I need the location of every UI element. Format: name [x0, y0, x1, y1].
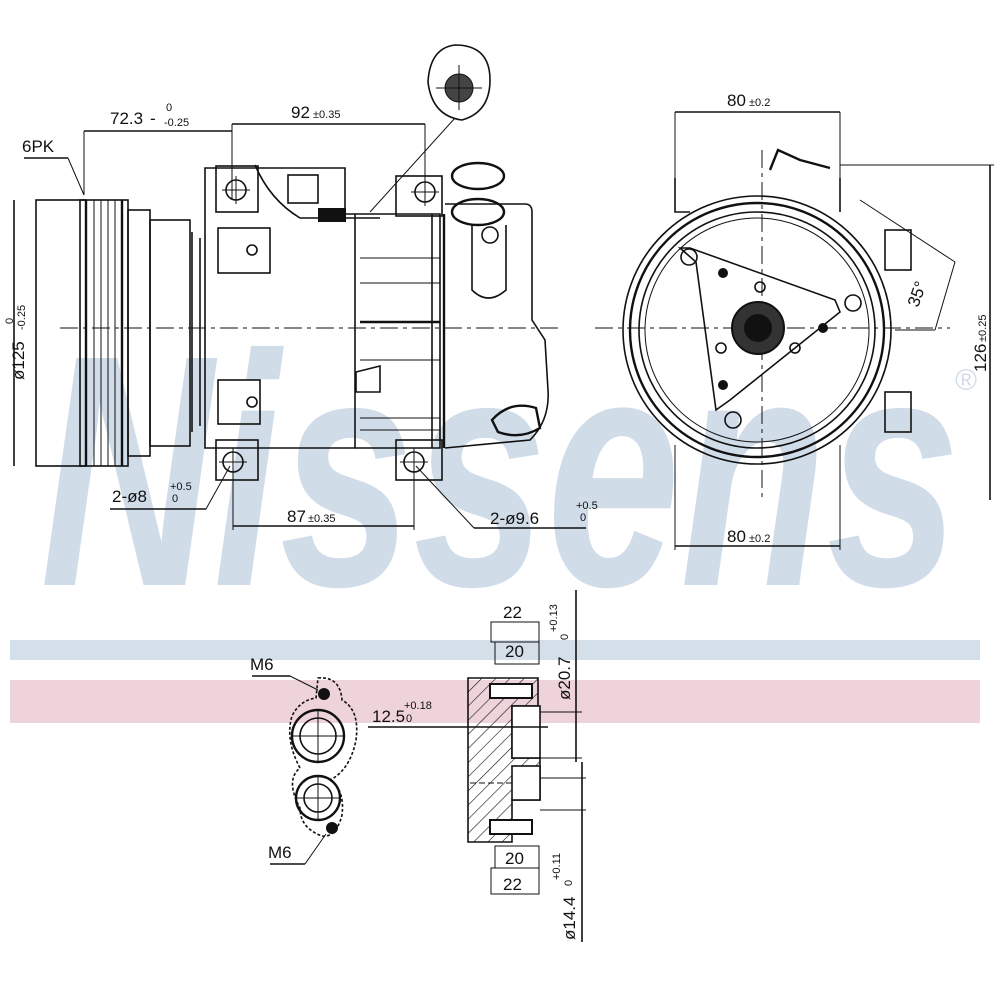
svg-text:0: 0: [166, 102, 172, 114]
svg-text:±0.2: ±0.2: [749, 97, 770, 109]
registered-mark: ®: [955, 364, 977, 397]
svg-text:0: 0: [580, 512, 586, 524]
svg-text:20: 20: [505, 642, 524, 661]
svg-text:+0.11: +0.11: [551, 853, 563, 880]
dim-bottom-22: 22: [490, 867, 540, 895]
bracket-lower: [217, 379, 261, 425]
svg-text:+0.13: +0.13: [548, 604, 560, 632]
svg-text:0: 0: [559, 634, 571, 640]
svg-text:-: -: [150, 109, 156, 128]
dim-front-width-bottom: 80 ±0.2: [674, 445, 841, 550]
svg-text:6PK: 6PK: [22, 137, 55, 156]
svg-text:ø14.4: ø14.4: [560, 897, 579, 940]
port-fitting-top: [450, 161, 506, 191]
svg-text:M6: M6: [268, 843, 292, 862]
svg-text:ø20.7: ø20.7: [555, 657, 574, 700]
svg-text:0: 0: [406, 713, 412, 725]
front-housing-outer: [622, 195, 892, 465]
svg-text:2-ø9.6: 2-ø9.6: [490, 509, 539, 528]
compressor-body-rear: [355, 213, 441, 449]
dim-bottom-20: 20: [494, 845, 540, 869]
dim-bore-large: ø20.7 +0.13 0: [540, 590, 582, 762]
svg-text:80: 80: [727, 527, 746, 546]
dim-12-5: 12.5 +0.18 0: [368, 700, 548, 728]
label-m6-bottom: M6: [268, 833, 327, 865]
svg-text:M6: M6: [250, 655, 274, 674]
svg-text:20: 20: [505, 849, 524, 868]
dim-87: 87 ±0.35: [232, 470, 415, 530]
mount-boss-top-right: [395, 175, 443, 217]
dim-92: 92 ±0.35: [231, 103, 426, 200]
svg-text:±0.35: ±0.35: [313, 109, 340, 121]
front-view: 80 ±0.2 80 ±0.2 126 ±0.25 35°: [595, 91, 994, 550]
watermark-text: Nissens: [40, 286, 960, 655]
connector: [287, 174, 319, 204]
detail-bubble: [369, 44, 491, 213]
svg-text:22: 22: [503, 603, 522, 622]
svg-text:92: 92: [291, 103, 310, 122]
svg-text:12.5: 12.5: [372, 707, 405, 726]
svg-text:±0.2: ±0.2: [749, 533, 770, 545]
flange-outline: [289, 677, 358, 837]
side-view: 72.3 - 0 -0.25 92 ±0.35 6PK ø125 0 -0.25: [4, 44, 598, 530]
svg-text:80: 80: [727, 91, 746, 110]
label-right-holes: 2-ø9.6 +0.5 0: [415, 465, 598, 529]
label-6pk: 6PK: [22, 137, 85, 196]
svg-text:0: 0: [563, 880, 575, 886]
svg-text:72.3: 72.3: [110, 109, 143, 128]
port-view: M6 M6 22 20 20: [250, 590, 586, 942]
svg-text:22: 22: [503, 875, 522, 894]
section-body: [467, 677, 541, 843]
label-left-holes: 2-ø8 +0.5 0: [110, 465, 231, 510]
dim-front-width-top: 80 ±0.2: [674, 91, 841, 180]
svg-text:-0.25: -0.25: [16, 305, 28, 330]
watermark-logo: Nissens ®: [40, 286, 977, 655]
svg-text:0: 0: [172, 493, 178, 505]
bracket-upper: [217, 227, 271, 274]
dim-pulley-diameter: ø125 0 -0.25: [4, 200, 28, 466]
label-m6-top: M6: [250, 655, 319, 691]
svg-text:±0.25: ±0.25: [977, 315, 989, 342]
dim-top-20: 20: [494, 641, 540, 665]
svg-text:±0.35: ±0.35: [308, 513, 335, 525]
port-tube: [471, 225, 507, 299]
svg-text:0: 0: [4, 318, 16, 324]
port-fitting-mid: [450, 197, 506, 227]
svg-text:126: 126: [971, 344, 990, 372]
svg-text:+0.5: +0.5: [170, 481, 192, 493]
svg-text:+0.5: +0.5: [576, 500, 598, 512]
svg-text:87: 87: [287, 507, 306, 526]
svg-text:+0.18: +0.18: [404, 700, 432, 712]
dim-front-height: 126 ±0.25: [840, 164, 994, 500]
rear-fitting: [490, 404, 542, 437]
svg-text:ø125: ø125: [9, 341, 28, 380]
clutch-arm: [677, 247, 841, 412]
dim-72-3: 72.3 - 0 -0.25: [83, 102, 232, 195]
dim-bore-small: ø14.4 +0.11 0: [540, 762, 586, 942]
mount-boss-top-left: [215, 165, 259, 213]
clutch-plate: [149, 219, 191, 447]
svg-text:-0.25: -0.25: [164, 117, 189, 129]
svg-text:2-ø8: 2-ø8: [112, 487, 147, 506]
